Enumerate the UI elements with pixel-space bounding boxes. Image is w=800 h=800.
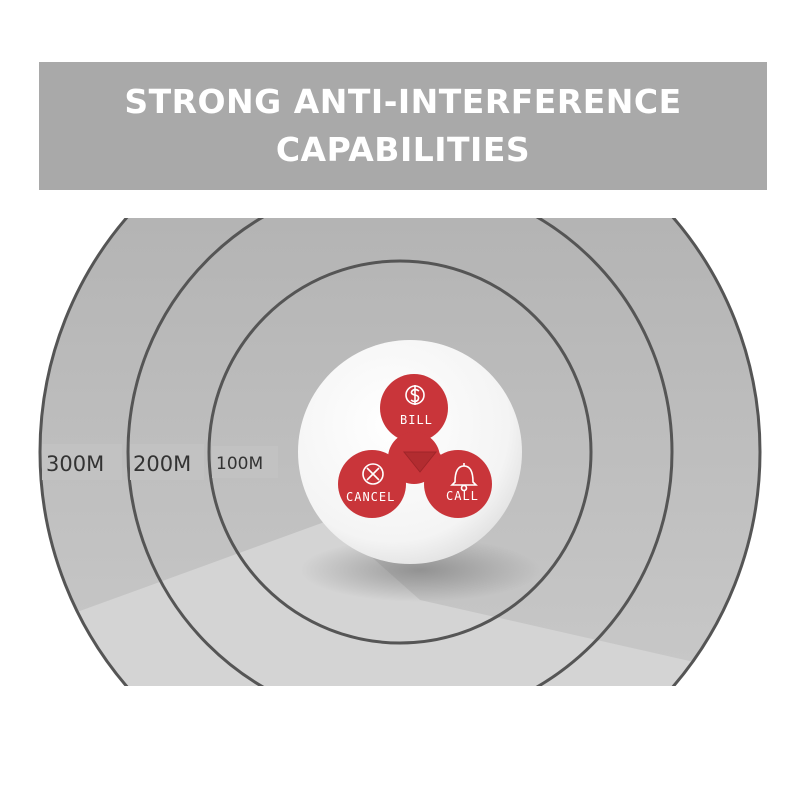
range-background bbox=[40, 218, 760, 700]
cancel-x-icon bbox=[362, 463, 384, 485]
title-line-1: STRONG ANTI-INTERFERENCE bbox=[124, 82, 682, 121]
bill-label: BILL bbox=[400, 413, 433, 427]
range-labels: 300M 200M 100M bbox=[42, 444, 278, 480]
range-ring-100m bbox=[207, 259, 593, 645]
title-line-2: CAPABILITIES bbox=[275, 130, 531, 169]
device-shadow bbox=[300, 538, 540, 602]
bill-button[interactable]: BILL bbox=[400, 385, 433, 427]
call-label: CALL bbox=[446, 489, 479, 503]
cancel-label: CANCEL bbox=[346, 490, 395, 504]
dollar-icon bbox=[405, 385, 425, 405]
range-label-200m: 200M bbox=[133, 452, 191, 476]
call-button[interactable]: CALL bbox=[446, 463, 479, 503]
range-ring-300m bbox=[38, 218, 762, 686]
range-label-300m: 300M bbox=[46, 452, 104, 476]
title-banner: STRONG ANTI-INTERFERENCE CAPABILITIES bbox=[39, 62, 767, 190]
cancel-button[interactable]: CANCEL bbox=[346, 463, 395, 504]
range-ring-200m bbox=[126, 218, 674, 686]
triangle-indicator-icon bbox=[402, 451, 438, 473]
range-label-100m: 100M bbox=[216, 454, 263, 474]
bell-icon bbox=[450, 463, 478, 492]
pager-device: BILL CANCEL CALL bbox=[298, 340, 540, 602]
